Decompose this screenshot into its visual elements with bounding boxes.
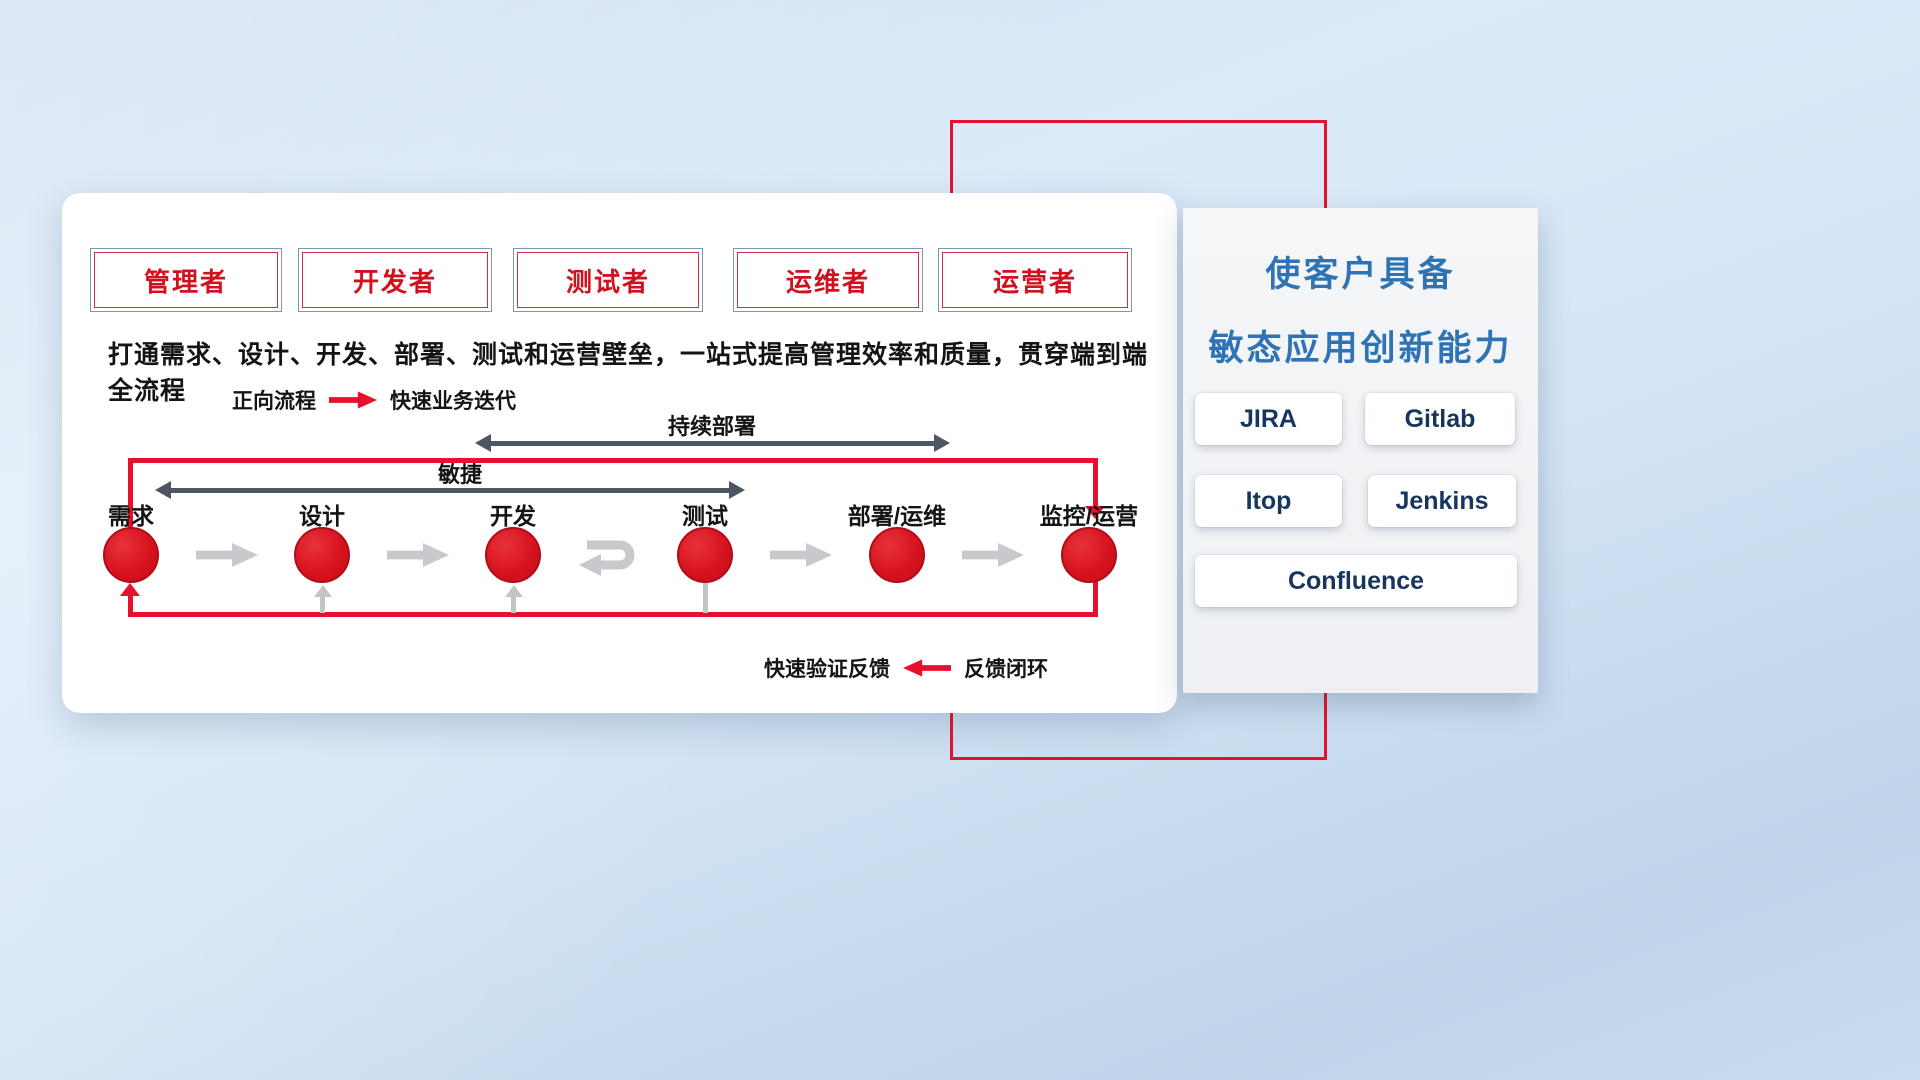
tool-chip-jenkins: Jenkins (1368, 475, 1516, 527)
feedback-loop-bottom-line (128, 612, 1098, 617)
right-arrow-icon (329, 391, 377, 409)
role-box-developer: 开发者 (298, 248, 492, 312)
role-label: 运营者 (942, 252, 1128, 308)
dev-feedback-stem (511, 595, 516, 613)
stage-label-design: 设计 (299, 503, 345, 529)
role-label: 运维者 (737, 252, 919, 308)
dev-feedback-arrowhead-icon (505, 585, 523, 597)
flow-description: 打通需求、设计、开发、部署、测试和运营壁垒，一站式提高管理效率和质量，贯穿端到端… (108, 341, 1149, 405)
continuous-deploy-label: 持续部署 (667, 414, 756, 439)
connector-arrow-icon (196, 543, 258, 567)
connector-arrow-icon (387, 543, 449, 567)
left-arrow-icon (903, 659, 951, 677)
test-feedback-stem (703, 581, 708, 613)
forward-legend-caption: 快速业务迭代 (390, 390, 516, 413)
design-feedback-arrowhead-icon (314, 585, 332, 597)
panel-title-line1: 使客户具备 (1265, 255, 1456, 294)
feedback-loop-left-line (128, 593, 133, 615)
stage-node-requirement (103, 527, 159, 583)
connector-arrow-icon (770, 543, 832, 567)
tool-chip-gitlab: Gitlab (1365, 393, 1515, 445)
feedback-legend: 快速验证反馈 反馈闭环 (764, 653, 1048, 683)
tool-chip-jira: JIRA (1195, 393, 1342, 445)
role-box-manager: 管理者 (90, 248, 282, 312)
forward-loop-right-line (1093, 458, 1098, 508)
forward-flow-legend: 正向流程 快速业务迭代 (232, 385, 516, 415)
iteration-loop-arrow-icon (571, 533, 647, 582)
forward-loop-top-line (128, 458, 1098, 463)
forward-loop-arrowhead-icon (1085, 506, 1105, 519)
stage-node-design (294, 527, 350, 583)
devops-flow-card: 管理者 开发者 测试者 运维者 运营者 打通需求、设计、开发、部署、测试和运营壁… (62, 193, 1177, 713)
role-box-tester: 测试者 (513, 248, 703, 312)
feedback-legend-caption: 快速验证反馈 (764, 658, 890, 681)
forward-loop-left-line (128, 458, 133, 530)
stage-label-deploy-ops: 部署/运维 (847, 503, 947, 529)
stage-node-monitor-operate (1061, 527, 1117, 583)
role-label: 开发者 (302, 252, 488, 308)
agile-arrow-icon (155, 481, 745, 499)
tool-chip-itop: Itop (1195, 475, 1342, 527)
feedback-legend-label: 反馈闭环 (964, 658, 1048, 681)
feedback-loop-right-line (1093, 573, 1098, 615)
tool-chip-confluence: Confluence (1195, 555, 1517, 607)
stage-node-test (677, 527, 733, 583)
role-label: 测试者 (517, 252, 699, 308)
stage-label-monitor-operate: 监控/运营 (1039, 503, 1139, 529)
stage-node-develop (485, 527, 541, 583)
stage-label-develop: 开发 (490, 503, 536, 529)
connector-arrow-icon (962, 543, 1024, 567)
panel-title-line2: 敏态应用创新能力 (1208, 329, 1513, 368)
stage-node-deploy-ops (869, 527, 925, 583)
role-box-ops: 运维者 (733, 248, 923, 312)
feedback-loop-arrowhead-icon (120, 583, 140, 596)
stage-label-requirement: 需求 (108, 503, 154, 529)
forward-legend-label: 正向流程 (232, 390, 316, 413)
stage-label-test: 测试 (682, 503, 728, 529)
continuous-deploy-arrow-icon (475, 434, 950, 452)
design-feedback-stem (320, 595, 325, 613)
role-label: 管理者 (94, 252, 278, 308)
agile-label: 敏捷 (437, 462, 482, 487)
capability-panel: 使客户具备 敏态应用创新能力 JIRA Gitlab Itop Jenkins … (1183, 208, 1538, 693)
role-box-operator: 运营者 (938, 248, 1132, 312)
